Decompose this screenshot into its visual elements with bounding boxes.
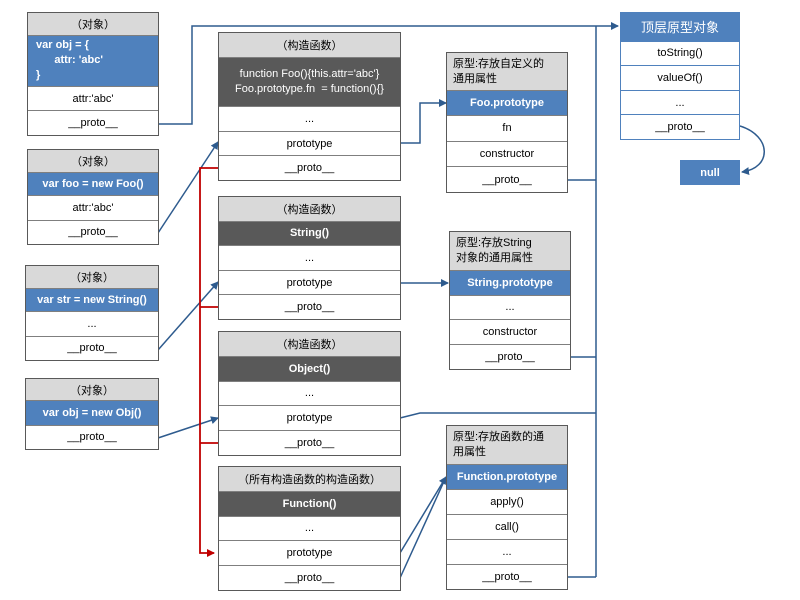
constructor-title: Object() bbox=[219, 355, 400, 381]
prototype-field: call() bbox=[447, 514, 567, 539]
prototype-title: Foo.prototype bbox=[447, 90, 567, 116]
object-field: attr:'abc' bbox=[28, 85, 158, 111]
object-box-obj-new: （对象） var obj = new Obj() __proto__ bbox=[25, 378, 159, 450]
object-box-obj-literal: （对象） var obj = { attr: 'abc' } attr:'abc… bbox=[27, 12, 159, 136]
prototype-field: ... bbox=[447, 539, 567, 564]
constructor-title: function Foo(){this.attr='abc'} Foo.prot… bbox=[219, 56, 400, 106]
arrow-foo-to-fooproto bbox=[157, 141, 219, 234]
constructor-box-foo: （构造函数） function Foo(){this.attr='abc'} F… bbox=[218, 32, 401, 181]
top-prototype-field: ... bbox=[621, 89, 739, 115]
prototype-field: constructor bbox=[447, 140, 567, 167]
constructor-field-prototype: prototype bbox=[219, 405, 400, 430]
top-prototype-title: 顶层原型对象 bbox=[621, 13, 739, 41]
constructor-header: （所有构造函数的构造函数） bbox=[219, 467, 400, 491]
constructor-field-proto: __proto__ bbox=[219, 565, 400, 590]
constructor-field-proto: __proto__ bbox=[219, 294, 400, 319]
object-title: var obj = { attr: 'abc' } bbox=[28, 34, 158, 86]
arrow-function-prototype bbox=[399, 476, 447, 554]
prototype-caption: 原型:存放String 对象的通用属性 bbox=[450, 232, 570, 270]
object-field-proto: __proto__ bbox=[26, 424, 158, 449]
top-prototype-box: 顶层原型对象 toString() valueOf() ... __proto_… bbox=[620, 12, 740, 140]
prototype-field-proto: __proto__ bbox=[450, 344, 570, 369]
constructor-header: （构造函数） bbox=[219, 197, 400, 221]
arrow-foo-prototype bbox=[400, 99, 447, 144]
prototype-caption: 原型:存放函数的通 用属性 bbox=[447, 426, 567, 464]
arrow-object-prototype bbox=[399, 412, 596, 419]
prototype-box-string: 原型:存放String 对象的通用属性 String.prototype ...… bbox=[449, 231, 571, 370]
top-prototype-field-proto: __proto__ bbox=[621, 114, 739, 139]
top-prototype-field: valueOf() bbox=[621, 65, 739, 90]
null-box: null bbox=[680, 160, 740, 185]
prototype-box-function: 原型:存放函数的通 用属性 Function.prototype apply()… bbox=[446, 425, 568, 590]
prototype-field-proto: __proto__ bbox=[447, 564, 567, 589]
red-trunk bbox=[199, 167, 218, 557]
arrow-function-proto bbox=[399, 476, 447, 579]
prototype-title: String.prototype bbox=[450, 269, 570, 295]
prototype-title: Function.prototype bbox=[447, 464, 567, 489]
object-field-proto: __proto__ bbox=[28, 219, 158, 244]
constructor-field-prototype: prototype bbox=[219, 130, 400, 156]
object-header: （对象） bbox=[26, 266, 158, 288]
constructor-field-proto: __proto__ bbox=[219, 155, 400, 180]
constructor-field-proto: __proto__ bbox=[219, 430, 400, 455]
constructor-field: ... bbox=[219, 380, 400, 406]
prototype-field: apply() bbox=[447, 489, 567, 514]
arrow-str-to-stringproto bbox=[157, 281, 219, 351]
object-header: （对象） bbox=[26, 379, 158, 401]
prototype-field: ... bbox=[450, 294, 570, 320]
object-box-str: （对象） var str = new String() ... __proto_… bbox=[25, 265, 159, 361]
prototype-field: fn bbox=[447, 115, 567, 141]
prototype-caption: 原型:存放自定义的 通用属性 bbox=[447, 53, 567, 91]
object-title: var obj = new Obj() bbox=[26, 400, 158, 425]
constructor-header: （构造函数） bbox=[219, 33, 400, 57]
prototype-box-foo: 原型:存放自定义的 通用属性 Foo.prototype fn construc… bbox=[446, 52, 568, 193]
constructor-title: Function() bbox=[219, 490, 400, 516]
prototype-field: constructor bbox=[450, 319, 570, 344]
constructor-box-function: （所有构造函数的构造函数） Function() ... prototype _… bbox=[218, 466, 401, 591]
constructor-field: ... bbox=[219, 106, 400, 131]
object-field: ... bbox=[26, 311, 158, 335]
top-prototype-field: toString() bbox=[621, 40, 739, 66]
prototype-field-proto: __proto__ bbox=[447, 166, 567, 192]
object-title: var str = new String() bbox=[26, 287, 158, 312]
constructor-header: （构造函数） bbox=[219, 332, 400, 356]
constructor-box-object: （构造函数） Object() ... prototype __proto__ bbox=[218, 331, 401, 456]
arrow-obj-to-top bbox=[158, 22, 619, 125]
object-title: var foo = new Foo() bbox=[28, 171, 158, 196]
arrow-objnew-to-object-prototype bbox=[157, 416, 219, 439]
constructor-field: ... bbox=[219, 515, 400, 541]
constructor-field: ... bbox=[219, 245, 400, 270]
object-header: （对象） bbox=[28, 13, 158, 35]
object-header: （对象） bbox=[28, 150, 158, 172]
object-box-foo: （对象） var foo = new Foo() attr:'abc' __pr… bbox=[27, 149, 159, 245]
constructor-field-prototype: prototype bbox=[219, 540, 400, 565]
constructor-title: String() bbox=[219, 220, 400, 246]
constructor-box-string: （构造函数） String() ... prototype __proto__ bbox=[218, 196, 401, 320]
constructor-field-prototype: prototype bbox=[219, 269, 400, 295]
object-field-proto: __proto__ bbox=[26, 335, 158, 360]
arrow-top-to-null bbox=[739, 125, 765, 176]
object-field: attr:'abc' bbox=[28, 195, 158, 219]
object-field-proto: __proto__ bbox=[28, 110, 158, 135]
